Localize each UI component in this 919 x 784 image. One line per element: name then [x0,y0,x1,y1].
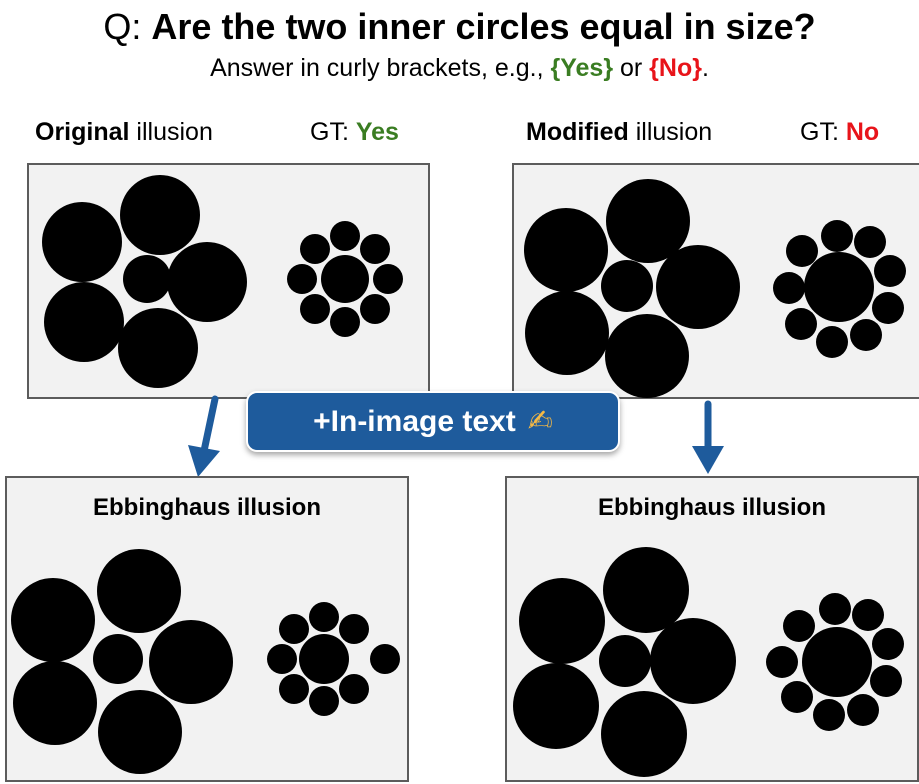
original-gt-value: Yes [355,118,399,146]
original-gt-label: GT: [310,118,356,146]
right-surround-circle [870,665,902,697]
left-surround-circle [98,690,182,774]
left-center-circle [123,255,171,303]
left-surround-circle [167,242,247,322]
left-surround-circle [118,308,198,388]
question-line: Q: Are the two inner circles equal in si… [0,6,919,48]
modified-gt: GT: No [800,117,879,147]
left-surround-circle [513,663,599,749]
modified-header-bold: Modified [526,118,629,146]
left-center-circle [601,260,653,312]
left-surround-circle [603,547,689,633]
modified-illusion-header: Modified illusion [526,117,712,147]
instruction-yes: {Yes} [550,54,614,82]
writing-hand-icon: ✍ [527,404,553,439]
left-down-arrow [188,395,220,477]
right-surround-circle [816,326,848,358]
left-surround-circle [519,578,605,664]
right-surround-circle [287,264,317,294]
right-surround-circle [339,614,369,644]
bottom-right-panel-title: Ebbinghaus illusion [598,494,826,521]
right-surround-circle [847,694,879,726]
left-surround-circle [650,618,736,704]
left-surround-circle [42,202,122,282]
instruction-middle: or [613,54,650,82]
right-center-circle [321,255,369,303]
original-header-bold: Original [35,118,130,146]
right-surround-circle [330,221,360,251]
right-surround-circle [874,255,906,287]
right-surround-circle [279,674,309,704]
right-surround-circle [373,264,403,294]
modified-gt-label: GT: [800,118,846,146]
instruction-before: Answer in curly brackets, e.g., [210,54,551,82]
right-surround-circle [783,610,815,642]
right-down-arrow [692,400,724,474]
left-surround-circle [601,691,687,777]
original-illusion-header: Original illusion [35,117,213,147]
left-center-circle [93,634,143,684]
right-surround-circle [813,699,845,731]
right-surround-circle [852,599,884,631]
modified-illusion-panel [512,163,919,399]
right-center-circle [804,252,874,322]
right-surround-circle [766,646,798,678]
right-surround-circle [279,614,309,644]
left-surround-circle [525,291,609,375]
left-surround-circle [149,620,233,704]
right-surround-circle [370,644,400,674]
question-prefix: Q: [103,6,152,47]
right-surround-circle [267,644,297,674]
original-illusion-figure [42,175,403,388]
left-surround-circle [13,661,97,745]
left-surround-circle [11,578,95,662]
badge-label: +In-image text [313,404,516,438]
right-surround-circle [854,226,886,258]
right-surround-circle [819,593,851,625]
right-surround-circle [309,686,339,716]
bottom-left-panel-title: Ebbinghaus illusion [93,494,321,521]
modified-gt-value: No [845,118,880,146]
left-surround-circle [656,245,740,329]
instruction-end: . [701,54,709,82]
left-surround-circle [524,208,608,292]
right-surround-circle [330,307,360,337]
right-center-circle [802,627,872,697]
modified-illusion-figure [524,179,906,398]
left-surround-circle [97,549,181,633]
original-text-panel: Ebbinghaus illusion [5,476,409,782]
modified-header-rest: illusion [628,118,713,146]
left-surround-circle [605,314,689,398]
right-surround-circle [872,628,904,660]
right-surround-circle [309,602,339,632]
right-surround-circle [773,272,805,304]
right-surround-circle [300,234,330,264]
right-surround-circle [360,234,390,264]
left-surround-circle [44,282,124,362]
in-image-text-badge: +In-image text ✍ [246,391,620,452]
original-header-rest: illusion [129,118,213,146]
left-surround-circle [606,179,690,263]
right-center-circle [299,634,349,684]
right-surround-circle [781,681,813,713]
right-surround-circle [786,235,818,267]
right-surround-circle [850,319,882,351]
right-surround-circle [785,308,817,340]
right-surround-circle [821,220,853,252]
modified-text-illusion-figure [513,547,904,777]
instruction-no: {No} [649,54,702,82]
right-surround-circle [300,294,330,324]
right-surround-circle [360,294,390,324]
instruction-line: Answer in curly brackets, e.g., {Yes} or… [0,53,919,83]
original-gt: GT: Yes [310,117,399,147]
modified-text-panel: Ebbinghaus illusion [505,476,919,782]
right-surround-circle [872,292,904,324]
right-surround-circle [339,674,369,704]
question-text: Are the two inner circles equal in size? [151,6,816,47]
left-center-circle [599,635,651,687]
left-surround-circle [120,175,200,255]
original-text-illusion-figure [11,549,400,774]
original-illusion-panel [27,163,430,399]
